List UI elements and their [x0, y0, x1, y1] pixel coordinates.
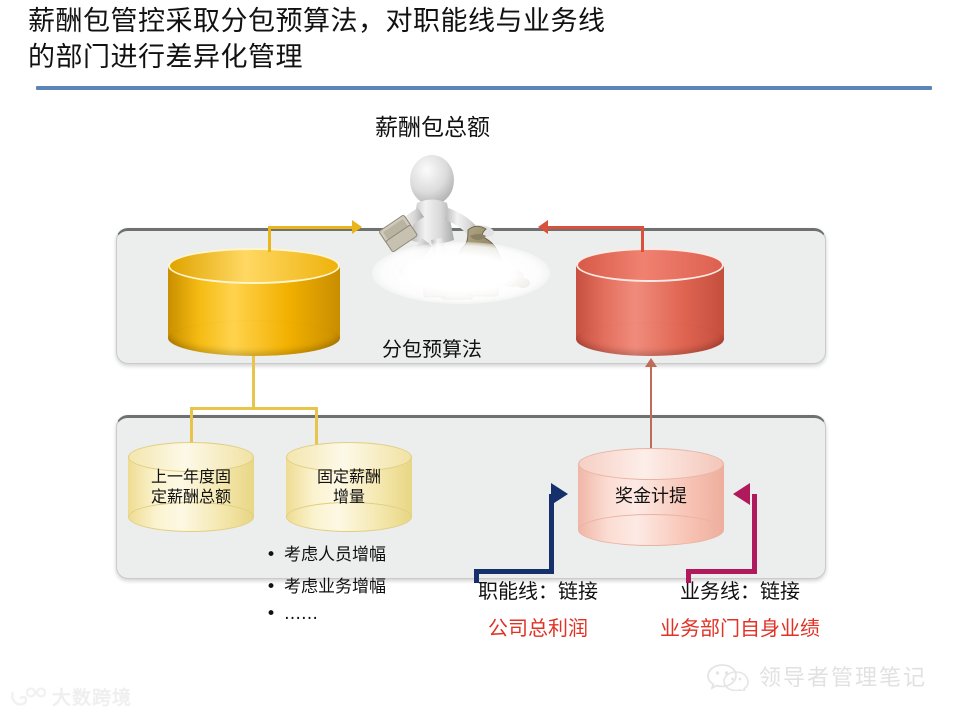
cylinder-top — [286, 442, 412, 472]
list-item-label: 考虑人员增幅 — [284, 545, 386, 565]
bonus-to-pool-shaft — [650, 364, 652, 454]
package-total-label: 薪酬包总额 — [375, 115, 490, 141]
cylinder-bottom — [168, 320, 340, 356]
watermark-right-label: 领导者管理笔记 — [759, 666, 928, 691]
functional-line-left-tick — [474, 569, 479, 583]
functional-line-riser — [549, 494, 554, 574]
page-title: 薪酬包管控采取分包预算法，对职能线与业务线 的部门进行差异化管理 — [28, 4, 788, 75]
red-arrow-stem — [641, 226, 644, 252]
cylinder-bottom — [576, 322, 724, 356]
business-line-arrow-head-icon — [733, 483, 750, 505]
watermark-left: 大数跨境 — [10, 683, 132, 710]
bullet-marker-icon: • — [266, 577, 277, 597]
list-item: • 考虑业务增幅 — [266, 572, 386, 597]
business-line-right-tick — [686, 569, 691, 583]
considerations-list: • 考虑人员增幅 • 考虑业务增幅 • …… — [266, 540, 386, 631]
functional-line-value: 公司总利润 — [488, 616, 588, 640]
businessman-with-money-icon — [360, 150, 560, 310]
dashujingjing-logo-icon — [11, 686, 46, 706]
business-line-value: 业务部门自身业绩 — [660, 616, 820, 640]
prior-year-fixed-pay-cylinder[interactable]: 上一年度固 定薪酬总额 — [128, 442, 254, 532]
yellow-arrow-shaft — [268, 226, 360, 229]
watermark-right: 领导者管理笔记 — [706, 660, 927, 692]
cylinder-top — [168, 248, 340, 284]
bonus-accrual-cylinder[interactable]: 奖金计提 — [578, 448, 724, 546]
cylinder-bottom — [128, 502, 254, 532]
yellow-tree-left-drop — [190, 407, 193, 447]
bonus-to-pool-arrow-head-icon — [645, 358, 657, 367]
business-line-heading: 业务线：链接 — [680, 579, 800, 603]
list-item-label: …… — [284, 604, 318, 624]
yellow-arrow-stem — [268, 226, 271, 252]
red-arrow-head-icon — [538, 220, 548, 234]
watermark-left-label: 大数跨境 — [52, 687, 133, 709]
wechat-icon — [707, 664, 749, 691]
cylinder-label: 固定薪酬 增量 — [316, 467, 381, 506]
list-item: • 考虑人员增幅 — [266, 540, 386, 565]
bullet-marker-icon: • — [266, 604, 277, 624]
cylinder-label: 奖金计提 — [615, 485, 687, 507]
red-arrow-shaft — [548, 226, 644, 229]
business-line-bracket — [686, 569, 757, 574]
business-line-label-group: 业务线：链接 业务部门自身业绩 — [660, 575, 820, 641]
functional-line-label-group: 职能线：链接 公司总利润 — [478, 575, 598, 641]
bonus-pool-cylinder[interactable] — [576, 248, 724, 356]
cylinder-bottom — [286, 502, 412, 532]
fixed-pay-cylinder[interactable] — [168, 248, 340, 356]
yellow-tree-stem — [252, 356, 255, 409]
functional-line-arrow-head-icon — [551, 483, 568, 505]
business-line-riser — [752, 494, 757, 574]
page-title-line-2: 的部门进行差异化管理 — [28, 41, 303, 73]
method-label: 分包预算法 — [382, 337, 482, 361]
cylinder-bottom — [578, 514, 724, 546]
yellow-tree-right-drop — [315, 407, 318, 447]
yellow-arrow-head-icon — [352, 220, 362, 234]
functional-line-heading: 职能线：链接 — [478, 579, 598, 603]
cylinder-top — [128, 442, 254, 472]
yellow-tree-bar — [190, 407, 318, 410]
title-divider — [36, 86, 932, 90]
bullet-marker-icon: • — [266, 545, 277, 565]
functional-line-bracket — [474, 569, 554, 574]
page-title-line-1: 薪酬包管控采取分包预算法，对职能线与业务线 — [28, 6, 606, 37]
list-item-label: 考虑业务增幅 — [284, 577, 386, 597]
fixed-pay-increment-cylinder[interactable]: 固定薪酬 增量 — [286, 442, 412, 532]
figure-glow — [372, 242, 550, 304]
cylinder-top — [576, 248, 724, 282]
list-item: • …… — [266, 604, 386, 624]
cylinder-top — [578, 448, 724, 480]
cylinder-label: 上一年度固 定薪酬总额 — [150, 467, 231, 506]
